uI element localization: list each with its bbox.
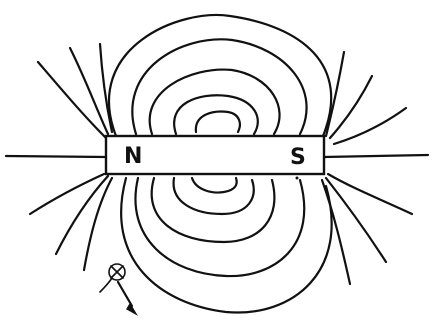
right-lower-field-line-1 bbox=[328, 174, 412, 214]
left-lower-field-line-2 bbox=[56, 176, 108, 254]
compass-cross-icon bbox=[111, 266, 123, 278]
right-upper-field-line-2 bbox=[330, 76, 372, 138]
lower-field-lines bbox=[121, 178, 332, 313]
right-outer-field-lines bbox=[322, 52, 412, 284]
axis-line-left bbox=[6, 156, 106, 157]
compass bbox=[100, 264, 136, 314]
right-upper-field-line-3 bbox=[334, 108, 406, 144]
left-lower-field-line-3 bbox=[84, 178, 112, 270]
left-upper-field-line-1 bbox=[38, 62, 106, 138]
south-pole-label: S bbox=[290, 145, 306, 170]
compass-tail-mark bbox=[100, 278, 112, 292]
upper-field-lines bbox=[109, 15, 331, 136]
compass-needle-arrowhead-icon bbox=[127, 304, 136, 314]
north-pole-label: N bbox=[124, 144, 142, 169]
lower-field-line-4 bbox=[174, 178, 254, 214]
bar-magnet: N S bbox=[106, 136, 324, 180]
compass-needle bbox=[118, 282, 132, 306]
axis-line-right bbox=[324, 155, 428, 157]
lower-field-line-5 bbox=[192, 178, 237, 192]
upper-field-line-2 bbox=[132, 39, 306, 134]
lower-field-line-3 bbox=[152, 178, 275, 242]
ink-dot bbox=[296, 177, 299, 180]
upper-field-line-3 bbox=[150, 70, 280, 134]
right-lower-field-line-3 bbox=[322, 180, 350, 284]
upper-field-line-4 bbox=[174, 95, 258, 134]
upper-field-line-5 bbox=[196, 112, 240, 132]
upper-field-line-1 bbox=[109, 15, 331, 136]
